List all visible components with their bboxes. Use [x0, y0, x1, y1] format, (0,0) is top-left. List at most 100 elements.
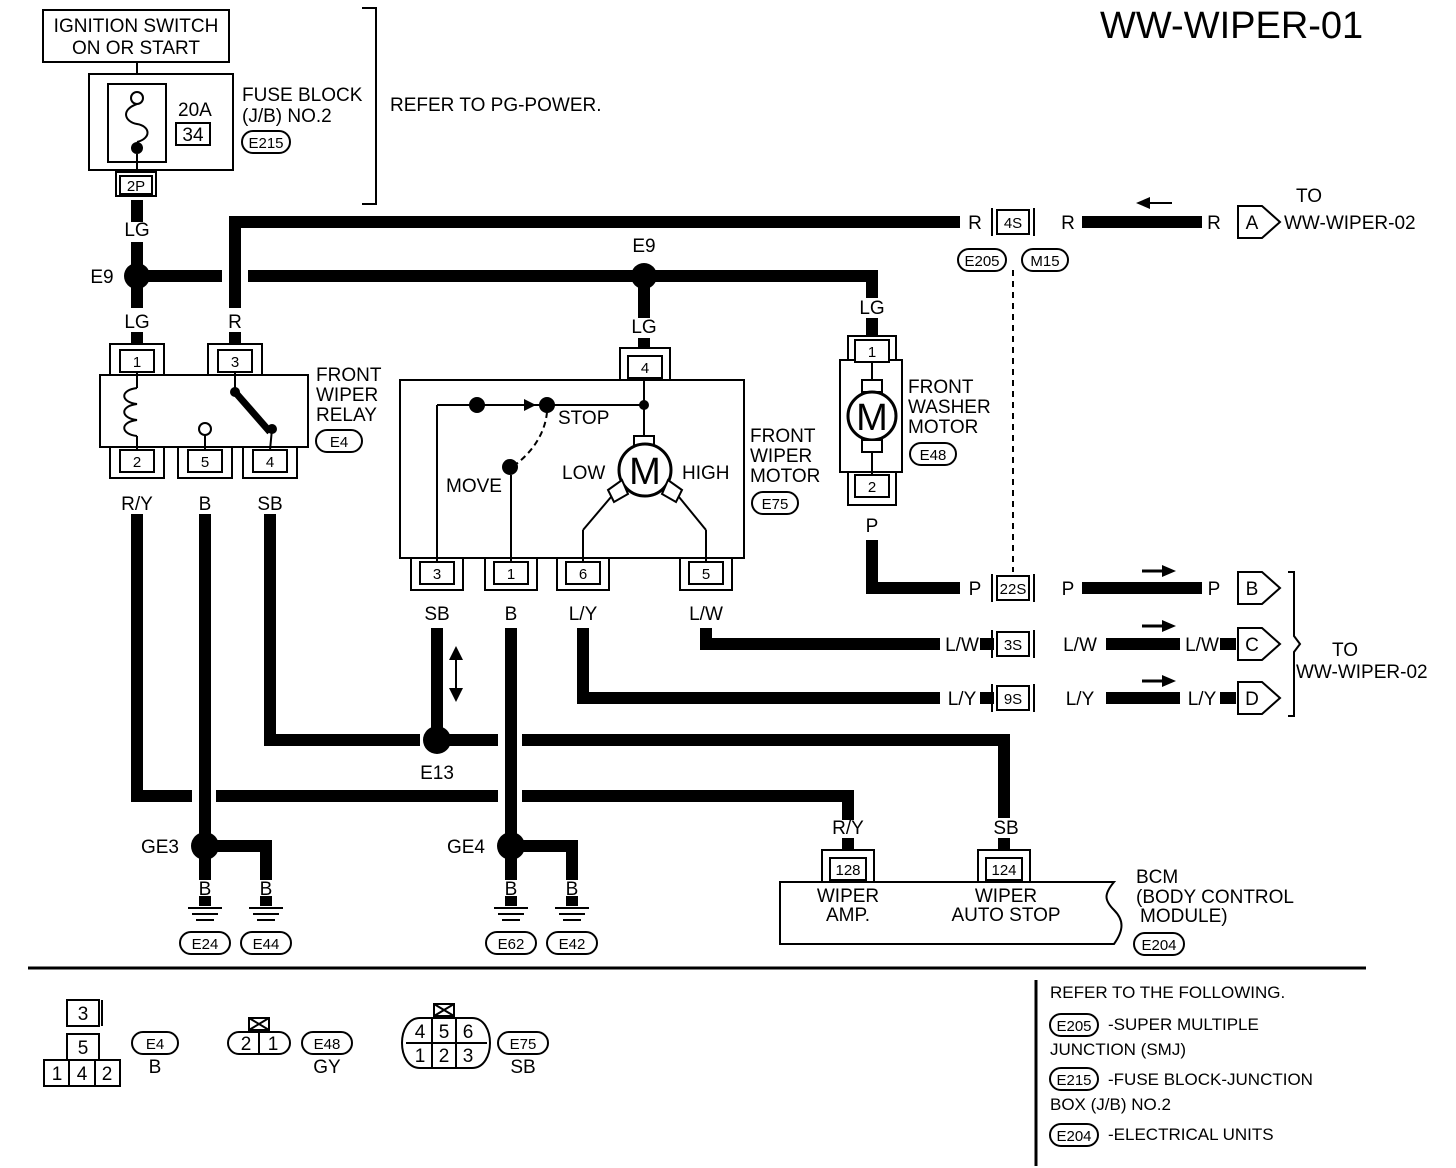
refer-to-list: REFER TO THE FOLLOWING. E205 -SUPER MULT…	[1049, 983, 1313, 1147]
refer-pg-power: REFER TO PG-POWER.	[390, 95, 602, 116]
svg-text:MODULE): MODULE)	[1140, 906, 1228, 927]
wiper-motor-icon	[617, 442, 673, 498]
svg-text:WASHER: WASHER	[908, 397, 991, 418]
svg-text:1: 1	[868, 344, 876, 361]
svg-text:5: 5	[201, 454, 209, 471]
fuse-block: 20A 34 2P	[88, 73, 234, 197]
svg-text:LG: LG	[631, 317, 656, 338]
svg-text:-FUSE BLOCK-JUNCTION: -FUSE BLOCK-JUNCTION	[1108, 1070, 1313, 1089]
svg-text:B: B	[566, 879, 579, 900]
svg-text:3: 3	[231, 354, 239, 371]
connector-face-e48: 2 1	[227, 1017, 291, 1055]
svg-text:(J/B) NO.2: (J/B) NO.2	[242, 106, 332, 127]
svg-text:E215: E215	[1056, 1072, 1091, 1089]
svg-text:WW-WIPER-02: WW-WIPER-02	[1284, 213, 1416, 234]
svg-text:P: P	[1062, 579, 1075, 600]
svg-text:1: 1	[133, 354, 141, 371]
wires	[131, 200, 1236, 906]
svg-text:R: R	[228, 312, 242, 333]
fuse-pin: 2P	[127, 178, 145, 195]
svg-text:SB: SB	[257, 494, 282, 515]
svg-text:3S: 3S	[1004, 637, 1022, 654]
front-wiper-relay: 1 3 2 5 4	[99, 343, 309, 479]
ground-code: E44	[253, 936, 280, 953]
svg-text:6: 6	[579, 566, 587, 583]
svg-text:6: 6	[463, 1022, 474, 1043]
svg-text:2: 2	[241, 1034, 252, 1055]
svg-text:SB: SB	[510, 1057, 535, 1078]
svg-text:1: 1	[52, 1064, 63, 1085]
svg-text:A: A	[1246, 213, 1259, 234]
svg-text:E205: E205	[1056, 1018, 1091, 1035]
target-bracket	[1288, 571, 1302, 717]
svg-text:L/Y: L/Y	[948, 689, 977, 710]
svg-text:B: B	[199, 494, 212, 515]
svg-text:C: C	[1245, 635, 1259, 656]
motor-connector-code: E75	[762, 496, 789, 513]
svg-text:M: M	[856, 397, 888, 439]
svg-text:1: 1	[415, 1046, 426, 1067]
svg-text:L/Y: L/Y	[1066, 689, 1095, 710]
svg-text:MOVE: MOVE	[446, 476, 502, 497]
fuse-connector-code: E215	[248, 135, 283, 152]
power-bracket	[362, 7, 377, 205]
svg-text:B: B	[505, 604, 518, 625]
svg-text:3: 3	[463, 1046, 474, 1067]
svg-text:-ELECTRICAL UNITS: -ELECTRICAL UNITS	[1108, 1125, 1274, 1144]
svg-text:4: 4	[266, 454, 274, 471]
svg-text:TO: TO	[1332, 640, 1358, 661]
svg-text:2: 2	[102, 1064, 113, 1085]
washer-connector-code: E48	[920, 447, 947, 464]
svg-text:R/Y: R/Y	[121, 494, 153, 515]
joint-connector-3s: 3S	[991, 630, 1035, 658]
svg-text:4: 4	[415, 1022, 426, 1043]
front-washer-motor: 1 2 M	[839, 335, 903, 506]
svg-text:FRONT: FRONT	[316, 365, 382, 386]
svg-text:M: M	[629, 451, 661, 493]
svg-text:FUSE BLOCK: FUSE BLOCK	[242, 85, 363, 106]
svg-text:GY: GY	[313, 1057, 341, 1078]
svg-text:B: B	[260, 879, 273, 900]
svg-text:E9: E9	[632, 236, 655, 257]
fuse-number: 34	[182, 125, 204, 146]
svg-text:3: 3	[433, 566, 441, 583]
connector-face-e4: 3 5 1 4 2	[43, 999, 121, 1087]
joint-connector-9s: 9S	[991, 684, 1035, 712]
svg-text:REFER TO THE FOLLOWING.: REFER TO THE FOLLOWING.	[1050, 983, 1285, 1002]
bcm-connector-code: E204	[1141, 937, 1176, 954]
svg-text:5: 5	[439, 1022, 450, 1043]
svg-text:R: R	[1061, 213, 1075, 234]
relay-coil-icon	[123, 387, 138, 437]
connector-face-e75: 4 5 6 1 2 3	[401, 1003, 491, 1069]
off-page-connector-b: B	[1237, 571, 1282, 605]
svg-text:P: P	[1208, 579, 1221, 600]
svg-text:R: R	[968, 213, 982, 234]
off-page-connector-c: C	[1237, 627, 1282, 661]
svg-text:4: 4	[77, 1064, 88, 1085]
svg-text:L/W: L/W	[689, 604, 723, 625]
svg-text:2: 2	[133, 454, 141, 471]
svg-text:IGNITION SWITCH: IGNITION SWITCH	[54, 16, 219, 37]
svg-text:MOTOR: MOTOR	[750, 466, 820, 487]
svg-text:E9: E9	[90, 267, 113, 288]
svg-text:STOP: STOP	[558, 408, 609, 429]
flow-arrow-right-icon	[1142, 565, 1176, 687]
svg-text:E204: E204	[1056, 1128, 1091, 1145]
svg-text:LOW: LOW	[562, 463, 605, 484]
svg-text:E75: E75	[510, 1036, 537, 1053]
splice-ge3	[191, 832, 219, 860]
svg-text:BOX (J/B) NO.2: BOX (J/B) NO.2	[1050, 1095, 1171, 1114]
svg-text:SB: SB	[424, 604, 449, 625]
svg-text:3: 3	[78, 1004, 89, 1025]
svg-text:AUTO STOP: AUTO STOP	[951, 905, 1060, 926]
svg-text:BCM: BCM	[1136, 867, 1178, 888]
off-page-connector-a: A	[1237, 205, 1282, 239]
fuse-rating: 20A	[178, 100, 212, 121]
svg-text:WIPER: WIPER	[975, 886, 1037, 907]
ground-icon	[555, 907, 589, 921]
svg-text:MOTOR: MOTOR	[908, 417, 978, 438]
svg-text:5: 5	[78, 1038, 89, 1059]
svg-text:B: B	[505, 879, 518, 900]
splice-e9-right	[631, 263, 657, 289]
